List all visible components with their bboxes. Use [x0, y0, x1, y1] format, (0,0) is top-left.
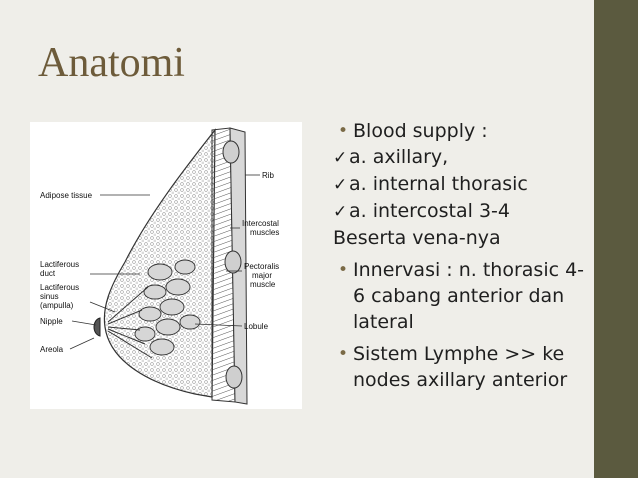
- checkmark-icon: ✓: [333, 175, 348, 195]
- label-lobule: Lobule: [244, 322, 269, 331]
- artery-item: ✓a. axillary,: [333, 144, 591, 171]
- label-intercostal-2: muscles: [250, 228, 279, 237]
- adipose-tissue: [103, 128, 216, 398]
- label-lactiferous-duct-1: Lactiferous: [40, 260, 79, 269]
- checkmark-icon: ✓: [333, 148, 348, 168]
- label-nipple: Nipple: [40, 317, 63, 326]
- side-accent-bar: [594, 0, 638, 478]
- rib-3: [225, 365, 243, 389]
- veins-text: Beserta vena-nya: [333, 227, 501, 249]
- label-areola: Areola: [40, 345, 64, 354]
- bullet-innervation: Innervasi : n. thorasic 4-6 cabang anter…: [333, 257, 591, 335]
- label-lactiferous-sinus-2: sinus: [40, 292, 59, 301]
- label-lactiferous-duct-2: duct: [40, 269, 56, 278]
- breast-anatomy-figure: Adipose tissue Rib Intercostal muscles L…: [30, 122, 302, 409]
- artery-label: a. intercostal 3-4: [349, 200, 510, 222]
- label-pectoralis-3: muscle: [250, 280, 276, 289]
- label-lactiferous-sinus-3: (ampulla): [40, 301, 74, 310]
- lactiferous-ducts: [107, 286, 153, 359]
- label-pectoralis-1: Pectoralis: [244, 262, 279, 271]
- label-pectoralis-2: major: [252, 271, 272, 280]
- rib-1: [222, 140, 240, 164]
- rib-2: [224, 250, 242, 274]
- lobules: [134, 259, 201, 356]
- checkmark-icon: ✓: [333, 202, 348, 222]
- artery-item: ✓a. intercostal 3-4: [333, 198, 591, 225]
- breast-anatomy-icon: Adipose tissue Rib Intercostal muscles L…: [40, 127, 279, 405]
- slide-content: Blood supply : ✓a. axillary, ✓a. interna…: [333, 118, 591, 393]
- label-intercostal-1: Intercostal: [242, 219, 279, 228]
- bullet-lymph: Sistem Lymphe >> ke nodes axillary anter…: [333, 341, 591, 393]
- artery-label: a. axillary,: [349, 146, 449, 168]
- artery-item: ✓a. internal thorasic: [333, 171, 591, 198]
- nipple-shape: [93, 317, 101, 337]
- bullet-blood-supply: Blood supply :: [333, 118, 591, 144]
- slide-title: Anatomi: [38, 40, 185, 86]
- label-rib: Rib: [262, 171, 275, 180]
- artery-label: a. internal thorasic: [349, 173, 528, 195]
- label-adipose: Adipose tissue: [40, 191, 93, 200]
- label-lactiferous-sinus-1: Lactiferous: [40, 283, 79, 292]
